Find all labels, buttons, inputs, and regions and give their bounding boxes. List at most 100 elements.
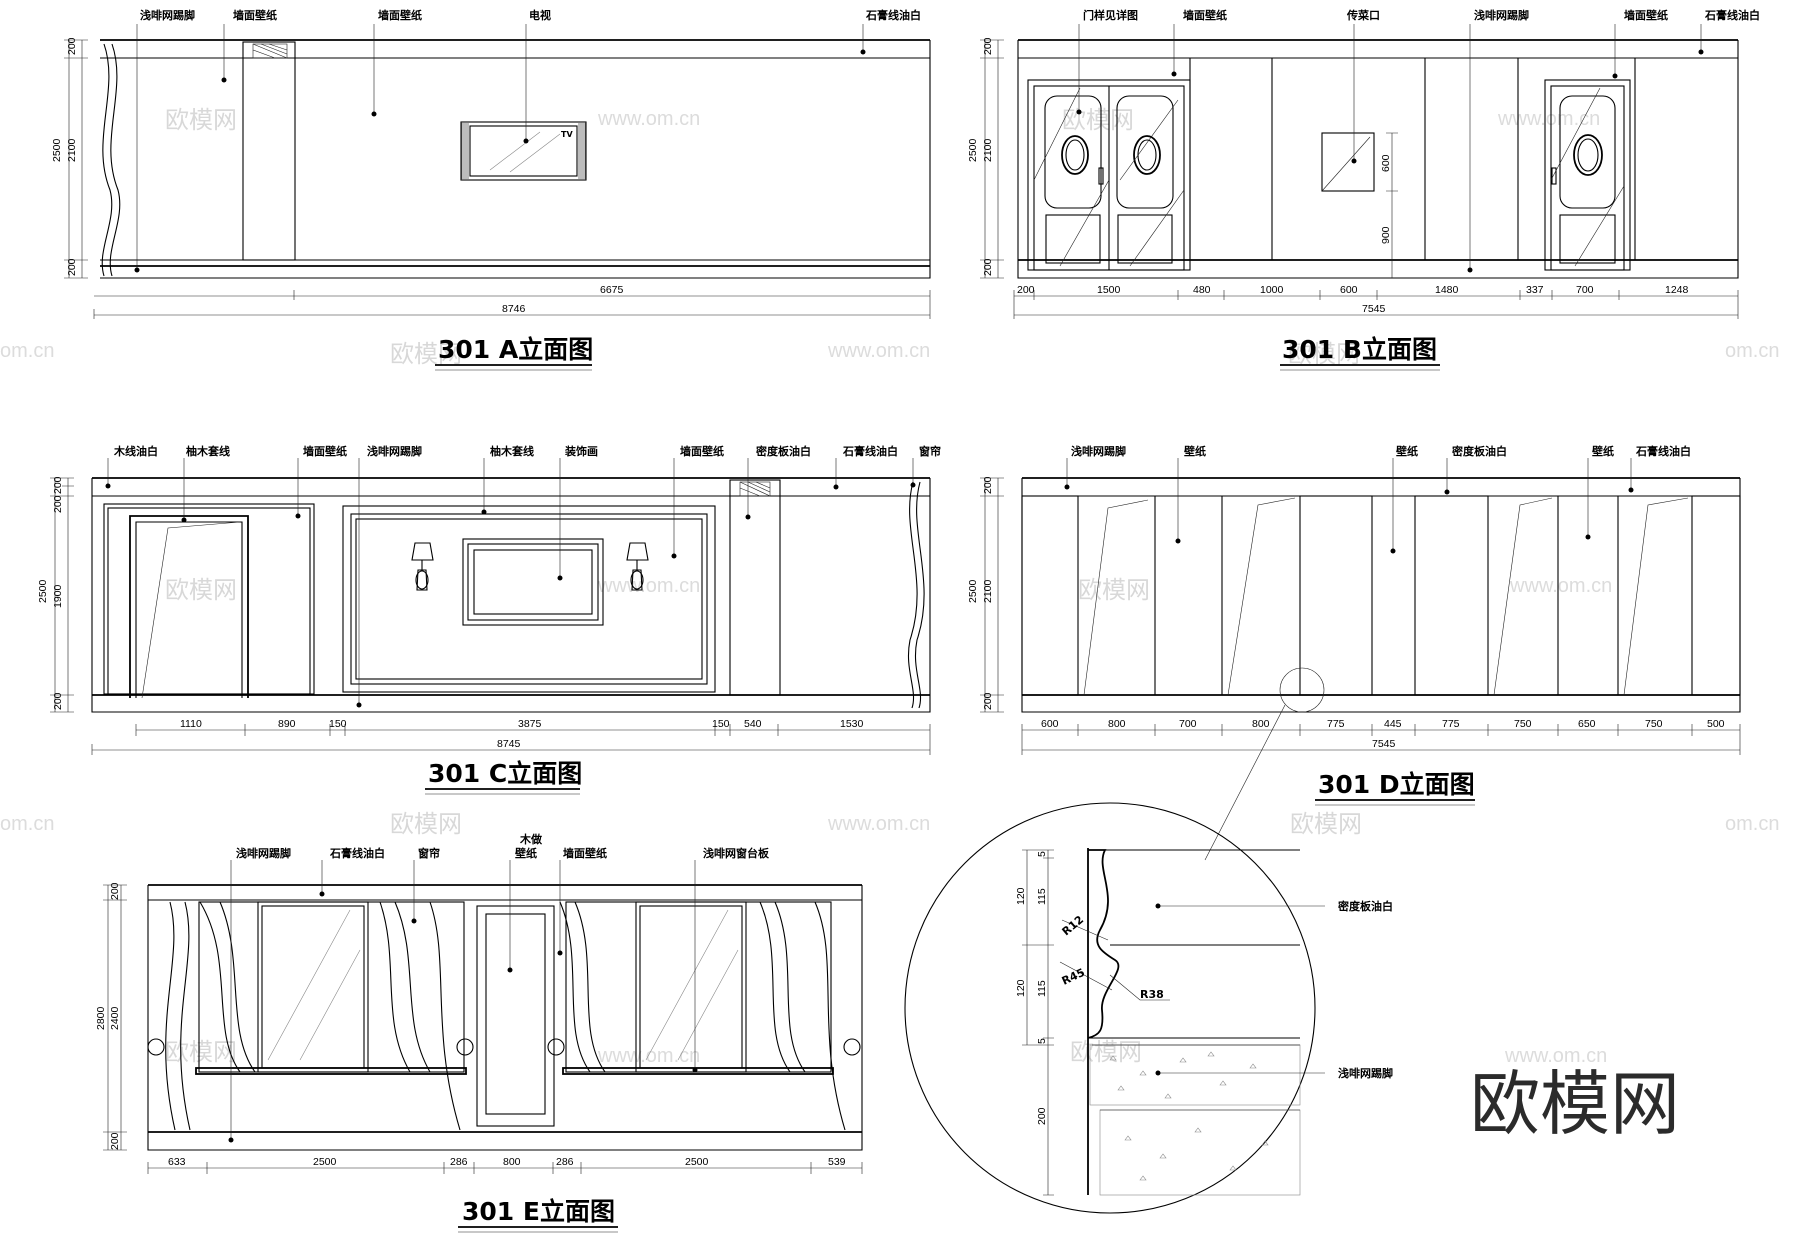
label-teak-frame: 柚木套线 (186, 444, 230, 458)
hdim-seg: 150 (329, 718, 347, 730)
label-wallpaper: 壁纸 (1396, 444, 1418, 458)
detail-circle (904, 802, 1316, 1214)
center-wood-panel (476, 905, 555, 1127)
label-plaster-line: 石膏线油白 (1704, 8, 1760, 22)
decorative-column (729, 479, 781, 696)
serving-hatch (1321, 132, 1375, 192)
label-plaster-line: 石膏线油白 (1635, 444, 1691, 458)
label-wallpaper: 墙面壁纸 (233, 8, 277, 22)
hdim-seg: 800 (1252, 718, 1270, 730)
tv-unit: TV (460, 121, 587, 181)
elevation-a: TV 浅啡网踢脚 墙面壁纸 墙面壁纸 电视 石膏线油白 2500 200 210… (51, 8, 931, 371)
hdim-seg: 1480 (1435, 284, 1459, 296)
wall-outline (91, 478, 931, 713)
hdim-seg: 500 (1707, 718, 1725, 730)
label-window-sill: 浅啡网窗台板 (703, 846, 770, 860)
tv-mark: TV (561, 130, 573, 139)
vdim-bottom: 200 (982, 258, 994, 276)
label-wallpaper: 墙面壁纸 (303, 444, 347, 458)
radius-r38: R38 (1140, 988, 1164, 1001)
hdim-seg: 650 (1578, 718, 1596, 730)
vdim-opening: 600 (1380, 154, 1392, 172)
wall-outline (100, 40, 931, 279)
hdim-total: 8745 (497, 738, 521, 750)
watermark-url: www.om.cn (597, 575, 700, 597)
double-door (1027, 79, 1191, 271)
hdim-seg: 337 (1526, 284, 1544, 296)
hdim-total: 8746 (502, 303, 526, 315)
vdim-mid: 2100 (982, 138, 994, 162)
vdim-detail: 115 (1036, 980, 1048, 997)
label-painting: 装饰画 (564, 444, 598, 458)
watermark-url-edge: om.cn (0, 813, 54, 835)
elevation-c: 木线油白 柚木套线 墙面壁纸 浅啡网踢脚 柚木套线 装饰画 墙面壁纸 密度板油白… (37, 444, 941, 795)
vdim-detail: 120 (1015, 887, 1027, 905)
watermark-cn: 欧模网 (165, 576, 237, 604)
label-wood-made: 木做 (519, 832, 543, 846)
vdim-detail: 115 (1036, 888, 1048, 905)
label-skirting: 浅啡网踢脚 (367, 444, 422, 458)
hdim-seg: 1000 (1260, 284, 1284, 296)
vdim-top: 200 (52, 476, 64, 494)
hdim-seg: 3875 (518, 718, 542, 730)
watermark-cn: 欧模网 (165, 106, 237, 134)
watermark-cn: 欧模网 (1078, 576, 1150, 604)
vdim-top: 200 (109, 882, 121, 900)
elevation-e: 浅啡网踢脚 石膏线油白 窗帘 木做 壁纸 墙面壁纸 浅啡网窗台板 2800 20… (95, 832, 863, 1233)
feature-panel (342, 505, 716, 693)
label-mdf-white: 密度板油白 (1452, 444, 1507, 458)
window-right (562, 901, 834, 1075)
vdim-detail: 5 (1036, 1038, 1048, 1044)
hdim-seg: 600 (1041, 718, 1059, 730)
hdim-seg: 445 (1384, 718, 1402, 730)
leader-lines (1066, 458, 1632, 551)
vdim-bottom: 200 (52, 692, 64, 710)
watermark-url: www.om.cn (827, 813, 930, 835)
watermark-url: www.om.cn (597, 108, 700, 130)
vdim-detail: 200 (1036, 1107, 1048, 1125)
watermark-layer: 欧模网 www.om.cn 欧模网 www.om.cn om.cn 欧模网 ww… (0, 106, 1779, 1145)
hdim-span: 6675 (600, 284, 624, 296)
hdim-seg: 2500 (313, 1156, 337, 1168)
watermark-cn: 欧模网 (1070, 1038, 1142, 1066)
leader-lines (107, 458, 914, 705)
hdim-total: 7545 (1362, 303, 1386, 315)
label-wallpaper: 墙面壁纸 (1183, 8, 1227, 22)
vdim-total: 2500 (967, 138, 979, 162)
hdim-seg: 750 (1514, 718, 1532, 730)
hdim-seg: 286 (450, 1156, 468, 1168)
vdim-total: 2500 (967, 579, 979, 603)
curtain-left (101, 43, 113, 277)
label-wallpaper: 墙面壁纸 (378, 8, 422, 22)
vdim-top: 200 (982, 37, 994, 55)
elevation-e-title: 301 E立面图 (462, 1197, 615, 1226)
label-wallpaper: 壁纸 (515, 846, 537, 860)
watermark-cn: 欧模网 (1288, 340, 1360, 368)
label-teak-frame: 柚木套线 (490, 444, 534, 458)
stone-skirting (1089, 1044, 1301, 1106)
single-door (1544, 79, 1631, 271)
label-skirting: 浅啡网踢脚 (1474, 8, 1529, 22)
label-wallpaper: 墙面壁纸 (1624, 8, 1668, 22)
hdim-seg: 286 (556, 1156, 574, 1168)
vdim-bottom: 200 (982, 692, 994, 710)
elevation-d-title: 301 D立面图 (1318, 770, 1475, 799)
watermark-url: www.om.cn (1504, 1045, 1607, 1067)
label-wallpaper: 墙面壁纸 (563, 846, 607, 860)
curtain-right (907, 481, 918, 709)
hdim-seg: 600 (1340, 284, 1358, 296)
label-plaster-line: 石膏线油白 (329, 846, 385, 860)
curtain-left (109, 43, 121, 277)
vdim-top: 200 (52, 495, 64, 513)
skirting-detail: R12 R45 R38 密度板油白 浅啡网踢脚 5 115 120 115 12… (904, 802, 1393, 1214)
wall-outline (1017, 40, 1739, 279)
detail-callout-circle (1279, 667, 1325, 713)
vertical-dim-lines (103, 884, 127, 1151)
radius-r45: R45 (1060, 966, 1087, 988)
hdim-seg: 800 (1108, 718, 1126, 730)
vdim-total: 2800 (95, 1006, 107, 1030)
watermark-url-edge: om.cn (0, 340, 54, 362)
watermark-url: www.om.cn (1509, 575, 1612, 597)
horizontal-dim-lines (1013, 290, 1739, 319)
watermark-url: www.om.cn (827, 340, 930, 362)
